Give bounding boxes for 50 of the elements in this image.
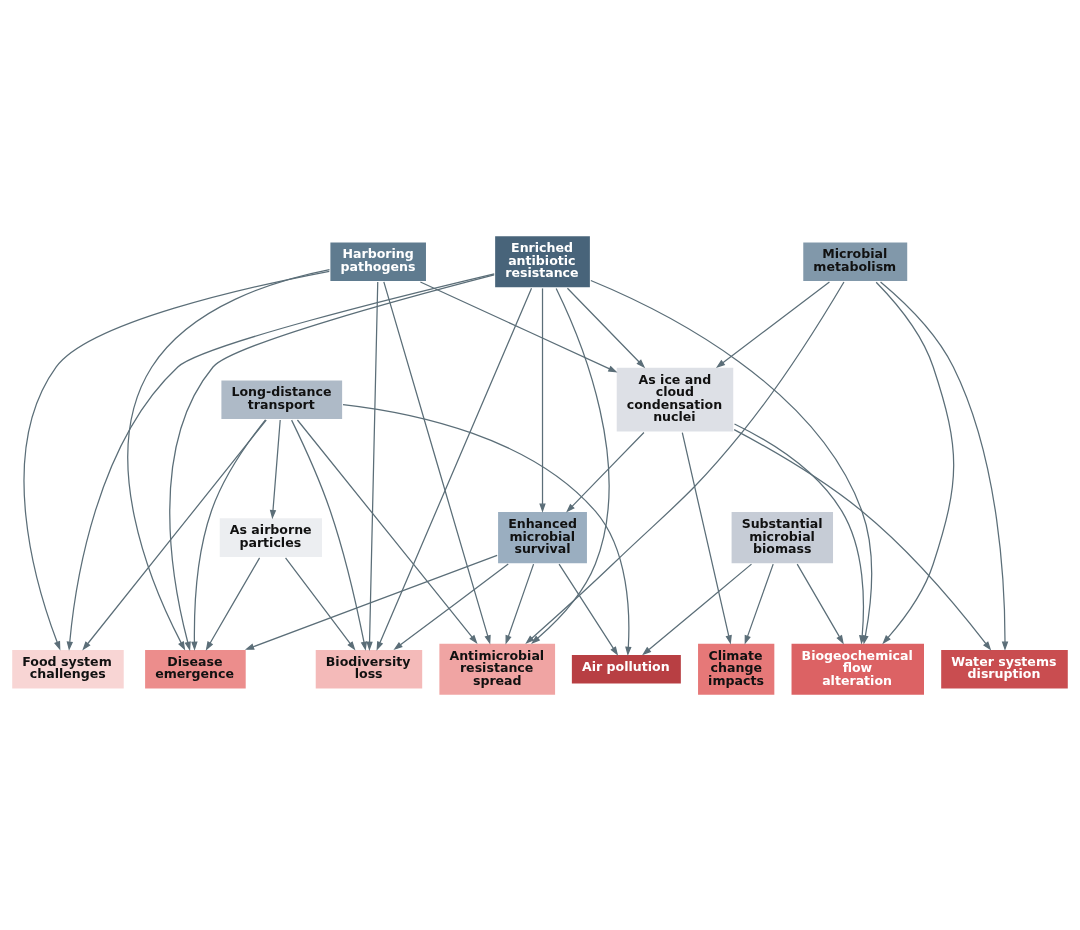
arrow xyxy=(191,418,267,651)
node-box: Microbial metabolism xyxy=(801,240,909,283)
arrow xyxy=(566,287,646,368)
node-box: Food system challenges xyxy=(10,647,126,690)
arrow xyxy=(642,563,753,655)
arrow xyxy=(127,268,331,651)
node-box: As airborne particles xyxy=(218,516,324,559)
arrow xyxy=(366,280,379,651)
arrow xyxy=(539,287,546,513)
arrow xyxy=(796,563,844,644)
arrow xyxy=(393,563,509,650)
node-box: As ice and cloud condensation nuclei xyxy=(615,365,735,433)
arrow xyxy=(269,418,281,519)
arrow xyxy=(296,418,478,644)
arrow xyxy=(23,270,330,651)
arrow xyxy=(875,281,955,644)
arrow xyxy=(291,418,368,651)
node-box: Disease emergence xyxy=(143,647,248,690)
node-box: Antimicrobial resistance spread xyxy=(437,641,557,696)
node-box: Water systems disruption xyxy=(939,647,1070,690)
node-box: Biogeochemical flow alteration xyxy=(789,641,926,696)
arrow xyxy=(505,563,535,645)
node-box: Air pollution xyxy=(570,652,683,685)
arrow xyxy=(681,431,732,645)
arrow xyxy=(744,563,774,645)
arrow xyxy=(82,418,267,650)
arrow xyxy=(558,563,619,656)
arrow xyxy=(342,403,632,656)
arrow xyxy=(205,556,261,651)
arrow xyxy=(531,287,610,644)
node-box: Harboring pathogens xyxy=(328,240,428,283)
arrow xyxy=(733,428,992,651)
arrow xyxy=(733,422,866,645)
arrow xyxy=(376,287,533,651)
node-box: Biodiversity loss xyxy=(314,647,424,690)
arrow xyxy=(383,280,491,644)
node-box: Substantial microbial biomass xyxy=(729,509,835,565)
arrow xyxy=(715,281,831,368)
arrow xyxy=(169,273,495,651)
node-box: Climate change impacts xyxy=(696,641,776,696)
arrow xyxy=(566,431,645,513)
arrow xyxy=(66,272,495,651)
arrow xyxy=(284,556,356,651)
node-box: Enhanced microbial survival xyxy=(496,509,589,565)
node-box: Enriched antibiotic resistance xyxy=(493,234,592,289)
arrow xyxy=(419,280,618,372)
arrow xyxy=(244,554,498,650)
arrow xyxy=(879,280,1009,651)
arrow xyxy=(525,280,845,644)
node-box: Long-distance transport xyxy=(219,378,344,421)
